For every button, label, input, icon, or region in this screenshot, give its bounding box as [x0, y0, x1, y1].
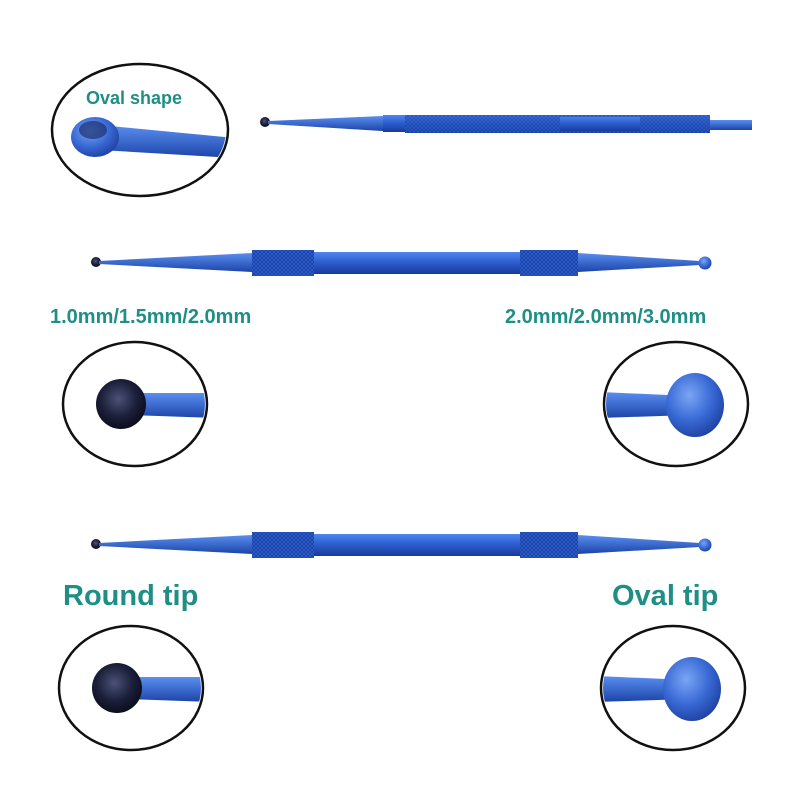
tip-ball-left	[91, 257, 101, 267]
tip-ball-right	[698, 256, 712, 270]
knurl-right	[520, 250, 578, 276]
handle-collar	[383, 115, 405, 132]
handle-middle	[314, 252, 520, 274]
label-right-sizes: 2.0mm/2.0mm/3.0mm	[505, 306, 707, 328]
shaft-left	[99, 253, 252, 272]
instrument-single-ended	[260, 115, 752, 133]
instrument-double-ended-middle	[91, 250, 712, 276]
handle-middle	[314, 534, 520, 556]
zoom-oval-tip-middle	[602, 340, 750, 468]
zoom-round-tip-middle	[61, 340, 209, 468]
knurl-left	[252, 250, 314, 276]
label-oval-tip: Oval tip	[612, 580, 719, 612]
tip-ball-right	[698, 538, 712, 552]
tip-ball	[260, 117, 270, 127]
label-oval-shape: Oval shape	[86, 88, 183, 108]
instrument-double-ended-bottom	[91, 532, 712, 558]
zoom-oval-tip-bottom	[599, 624, 747, 752]
shaft	[268, 116, 383, 131]
zoom-oval-shape	[50, 62, 230, 198]
tip-ball-left	[91, 539, 101, 549]
knurl-left	[252, 532, 314, 558]
shaft-right	[578, 535, 700, 554]
handle-flat	[560, 117, 640, 131]
shaft-left	[99, 535, 252, 554]
label-left-sizes: 1.0mm/1.5mm/2.0mm	[50, 306, 252, 328]
knurl-right	[520, 532, 578, 558]
handle-sheen	[405, 115, 710, 133]
shaft-right	[578, 253, 700, 272]
label-round-tip: Round tip	[63, 580, 199, 612]
zoom-round-tip-bottom	[57, 624, 205, 752]
handle-end	[710, 120, 752, 130]
